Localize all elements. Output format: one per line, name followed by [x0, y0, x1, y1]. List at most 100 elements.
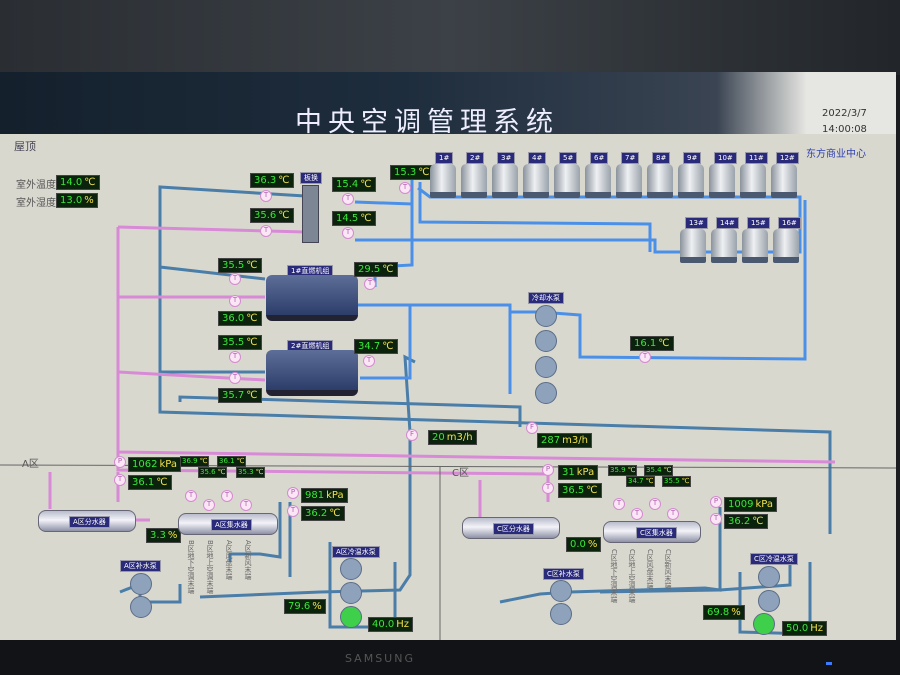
cooling-tower-icon[interactable]: [740, 164, 766, 198]
chiller-1-out-temp: 36.0℃: [218, 311, 262, 326]
zone-a-collector-label: A区集水器: [211, 519, 252, 531]
temp-sensor-icon[interactable]: T: [229, 372, 241, 384]
zone-a-makeup-pump-label: A区补水泵: [120, 560, 161, 572]
zone-c-circ-pump-1[interactable]: [758, 566, 780, 588]
temp-sensor-icon[interactable]: T: [399, 182, 411, 194]
cooling-tower-icon[interactable]: [678, 164, 704, 198]
chiller-2[interactable]: [266, 350, 358, 396]
zone-c-valve-opening: 0.0%: [566, 537, 602, 552]
cooling-pump-1[interactable]: [535, 305, 557, 327]
pressure-sensor-icon[interactable]: P: [542, 464, 554, 476]
plate-hx-label: 板换: [300, 172, 322, 184]
hx-cold-temp-2: 14.5℃: [332, 211, 376, 226]
temp-sensor-icon[interactable]: T: [710, 513, 722, 525]
temp-sensor-icon[interactable]: T: [229, 295, 241, 307]
temp-sensor-icon[interactable]: T: [639, 351, 651, 363]
time: 14:00:08: [822, 124, 867, 135]
temp-sensor-icon[interactable]: T: [287, 505, 299, 517]
flow-sensor-icon[interactable]: F: [526, 422, 538, 434]
room-background: [0, 0, 900, 75]
cooling-pump-2[interactable]: [535, 330, 557, 352]
temp-sensor-icon[interactable]: T: [649, 498, 661, 510]
zone-a-circ-pump-label: A区冷温水泵: [332, 546, 380, 558]
zone-a-makeup-pump-2[interactable]: [130, 596, 152, 618]
temp-sensor-icon[interactable]: T: [185, 490, 197, 502]
cooling-pump-4[interactable]: [535, 382, 557, 404]
zone-a-circ-pump-3-running[interactable]: [340, 606, 362, 628]
outdoor-temp-value: 14.0℃: [56, 175, 100, 190]
zone-c-branch-label: C区风盘末端: [646, 549, 654, 589]
temp-sensor-icon[interactable]: T: [221, 490, 233, 502]
chiller-2-in-temp: 35.5℃: [218, 335, 262, 350]
cooling-tower-label: 8#: [652, 152, 671, 164]
cooling-tower-icon[interactable]: [742, 229, 768, 263]
temp-sensor-icon[interactable]: T: [114, 474, 126, 486]
cooling-tower-icon[interactable]: [461, 164, 487, 198]
pressure-sensor-icon[interactable]: P: [287, 487, 299, 499]
cooling-pipes: [354, 167, 807, 394]
cooling-tower-icon[interactable]: [492, 164, 518, 198]
temp-sensor-icon[interactable]: T: [229, 351, 241, 363]
zone-c-makeup-pump-2[interactable]: [550, 603, 572, 625]
temp-sensor-icon[interactable]: T: [342, 227, 354, 239]
cooling-tower-icon[interactable]: [680, 229, 706, 263]
temp-sensor-icon[interactable]: T: [203, 499, 215, 511]
zone-a-branch-label: A区新风末端: [244, 540, 252, 580]
cooling-tower-icon[interactable]: [523, 164, 549, 198]
temp-sensor-icon[interactable]: T: [613, 498, 625, 510]
cooling-tower-label: 4#: [528, 152, 547, 164]
cooling-tower-icon[interactable]: [773, 229, 799, 263]
temp-sensor-icon[interactable]: T: [229, 273, 241, 285]
temp-sensor-icon[interactable]: T: [363, 355, 375, 367]
zone-a-pump-valve: 79.6%: [284, 599, 326, 614]
plate-heat-exchanger: [302, 185, 319, 243]
zone-a-circ-pump-2[interactable]: [340, 582, 362, 604]
temp-sensor-icon[interactable]: T: [260, 225, 272, 237]
temp-sensor-icon[interactable]: T: [240, 499, 252, 511]
zone-c-branch-label: C区地下空调末端: [610, 549, 618, 603]
zone-c-distributor[interactable]: C区分水器: [462, 517, 560, 539]
zone-a-branch-label: A区风盘末端: [225, 540, 233, 580]
zone-a-distributor[interactable]: A区分水器: [38, 510, 136, 532]
organization: 东方商业中心: [806, 149, 866, 160]
zone-c-circ-pump-2[interactable]: [758, 590, 780, 612]
outdoor-temp-label: 室外温度: [16, 180, 56, 191]
cooling-tower-label: 9#: [683, 152, 702, 164]
zone-a-circ-pump-1[interactable]: [340, 558, 362, 580]
cooling-tower-icon[interactable]: [771, 164, 797, 198]
temp-sensor-icon[interactable]: T: [542, 482, 554, 494]
cooling-tower-icon[interactable]: [585, 164, 611, 198]
cooling-tower-icon[interactable]: [711, 229, 737, 263]
temp-sensor-icon[interactable]: T: [342, 193, 354, 205]
hx-hot-in-temp: 36.3℃: [250, 173, 294, 188]
zone-c-makeup-pump-1[interactable]: [550, 580, 572, 602]
cooling-tower-label: 1#: [435, 152, 454, 164]
cooling-tower-icon[interactable]: [554, 164, 580, 198]
zone-c-circ-pump-3-running[interactable]: [753, 613, 775, 635]
pressure-sensor-icon[interactable]: P: [710, 496, 722, 508]
chiller-1[interactable]: [266, 275, 358, 321]
flow-sensor-icon[interactable]: F: [406, 429, 418, 441]
cooling-tower-label: 11#: [745, 152, 768, 164]
pressure-sensor-icon[interactable]: P: [114, 456, 126, 468]
cooling-tower-icon[interactable]: [430, 164, 456, 198]
cw-return-temp: 16.1℃: [630, 336, 674, 351]
temp-sensor-icon[interactable]: T: [364, 278, 376, 290]
zone-a-makeup-pump-1[interactable]: [130, 573, 152, 595]
temp-sensor-icon[interactable]: T: [631, 508, 643, 520]
zone-a-collector[interactable]: A区集水器: [178, 513, 278, 535]
cooling-tower-label: 13#: [685, 217, 708, 229]
zone-c-collector[interactable]: C区集水器: [603, 521, 701, 543]
temp-sensor-icon[interactable]: T: [667, 508, 679, 520]
chiller-2-out-temp: 35.7℃: [218, 388, 262, 403]
cooling-tower-icon[interactable]: [616, 164, 642, 198]
cooling-pump-3[interactable]: [535, 356, 557, 378]
cooling-tower-icon[interactable]: [709, 164, 735, 198]
zone-a-branch-temp: 36.1℃: [217, 456, 247, 467]
cooling-tower-icon[interactable]: [647, 164, 673, 198]
page-title: 中央空调管理系统: [295, 107, 559, 138]
tower-supply-temp: 15.3℃: [390, 165, 434, 180]
temp-sensor-icon[interactable]: T: [260, 190, 272, 202]
